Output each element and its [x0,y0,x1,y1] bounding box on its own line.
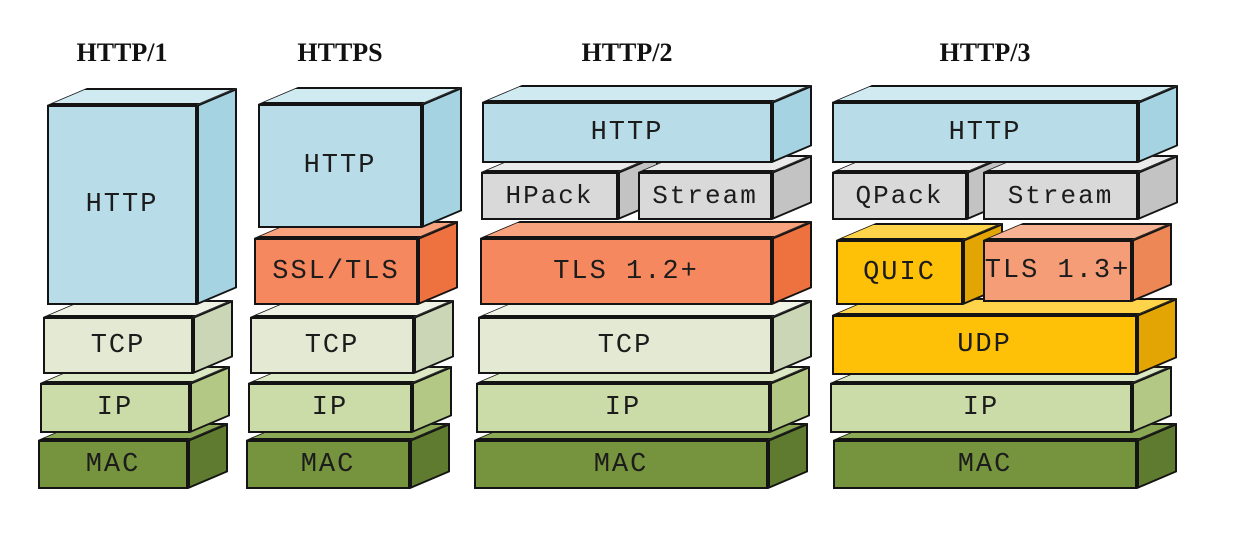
column-title-http1: HTTP/1 [76,38,168,67]
http2-tcp-layer: TCP [478,299,813,374]
https-ip-layer: IP [248,365,453,433]
layer-label: TCP [90,330,146,361]
box-front-face: HTTP [832,102,1138,163]
layer-label: HTTP [948,117,1022,148]
http3-stream-layer: Stream [983,154,1179,220]
layer-label: HTTP [303,151,377,181]
box-front-face: IP [476,383,770,433]
layer-label: HPack [505,181,594,211]
box-front-face: MAC [38,440,188,489]
layer-label: MAC [593,449,649,480]
box-front-face: Stream [983,172,1138,220]
layer-label: IP [311,393,349,423]
box-front-face: UDP [832,315,1137,375]
https-tcp-layer: TCP [250,299,455,374]
http1-http-layer: HTTP [47,87,238,306]
layer-label: MAC [957,449,1013,480]
http1-tcp-layer: TCP [43,299,234,374]
box-front-face: QUIC [836,240,963,305]
box-front-face: QPack [832,172,967,220]
http3-quic-layer: QUIC [836,222,1004,305]
layer-label: QUIC [863,257,936,288]
box-top-face [482,85,813,102]
box-front-face: Stream [638,172,772,220]
box-side-face [422,86,462,229]
box-front-face: IP [40,383,190,433]
box-front-face: HTTP [258,104,422,228]
http3-http-layer: HTTP [832,84,1179,163]
http3-tls13-layer: TLS 1.3+ [983,222,1173,302]
layer-label: TLS 1.2+ [553,256,699,287]
http3-mac-layer: MAC [833,422,1178,489]
http3-qpack-layer: QPack [832,154,1008,220]
layer-label: IP [96,393,134,423]
http3-ip-layer: IP [830,365,1173,433]
layer-label: TLS 1.3+ [984,256,1131,286]
box-top-face [832,85,1179,102]
box-front-face: HPack [481,172,618,220]
layer-label: Stream [652,181,758,211]
box-front-face: MAC [246,440,410,489]
column-title-http2: HTTP/2 [581,38,673,67]
https-http-layer: HTTP [258,86,463,229]
box-front-face: MAC [833,440,1137,489]
box-front-face: SSL/TLS [254,238,418,305]
column-title-http3: HTTP/3 [939,38,1031,67]
layer-label: SSL/TLS [272,256,400,287]
layer-label: HTTP [590,117,664,148]
layer-label: TCP [597,330,653,361]
layer-label: IP [604,393,642,423]
box-front-face: TCP [250,317,414,374]
http2-ip-layer: IP [476,365,811,433]
box-side-face [197,87,237,306]
layer-label: MAC [85,449,141,480]
box-front-face: TLS 1.3+ [983,240,1132,302]
http2-http-layer: HTTP [482,84,813,163]
http2-hpack-layer: HPack [481,154,659,220]
box-front-face: HTTP [482,102,772,163]
layer-label: Stream [1007,181,1114,211]
layer-label: IP [962,393,1000,423]
http3-udp-layer: UDP [832,297,1178,375]
box-front-face: MAC [474,440,768,489]
box-front-face: TLS 1.2+ [480,238,772,305]
layer-label: MAC [300,449,356,480]
box-top-face [480,221,813,238]
http2-mac-layer: MAC [474,422,809,489]
box-front-face: TCP [478,317,772,374]
box-front-face: IP [830,383,1132,433]
https-ssltls-layer: SSL/TLS [254,220,459,305]
box-front-face: HTTP [47,105,197,305]
http2-stream-layer: Stream [638,154,813,220]
layer-label: UDP [957,330,1012,360]
http2-tls12-layer: TLS 1.2+ [480,220,813,305]
layer-label: TCP [304,330,360,361]
layer-label: HTTP [85,190,159,220]
https-mac-layer: MAC [246,422,451,489]
http1-ip-layer: IP [40,365,231,433]
box-front-face: IP [248,383,412,433]
layer-label: QPack [855,181,944,211]
http1-mac-layer: MAC [38,422,229,489]
column-title-https: HTTPS [297,38,383,67]
box-front-face: TCP [43,317,193,374]
